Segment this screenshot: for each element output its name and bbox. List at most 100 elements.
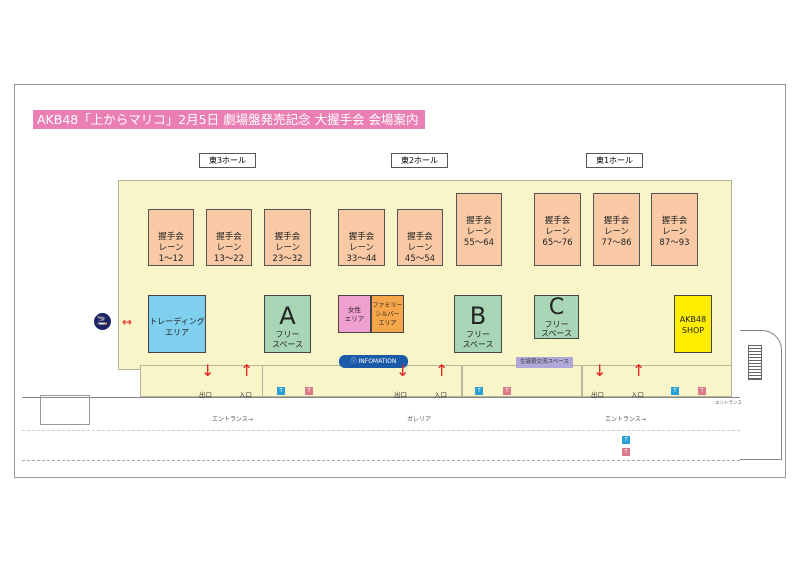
entrance-label: エントランス→ (605, 416, 646, 423)
information-desk: ⓘ INFOMATION (339, 355, 408, 368)
area-letter: A (279, 302, 296, 330)
area-label: スペース (540, 329, 573, 338)
entry-arrow-icon: ↑ (240, 361, 254, 380)
area-label: スペース (462, 340, 494, 349)
lane-title: 握手会 (274, 232, 301, 242)
map-frame (14, 84, 786, 478)
exit-arrow-icon: ↓ (593, 361, 607, 380)
lane-label: レーン (466, 227, 492, 237)
smoking-area-icon: 🚬 (94, 313, 111, 330)
entrance-building (740, 330, 782, 460)
double-arrow-icon: ↔ (122, 315, 133, 329)
area-label: エリア (165, 328, 189, 337)
restroom-women-icon: T (503, 387, 511, 395)
lane-title: 握手会 (158, 232, 184, 242)
lane-title: 握手会 (216, 232, 242, 242)
family-silver-area: ファミリーシルバーエリア (371, 295, 404, 333)
lane-label: レーン (661, 227, 688, 237)
exit-arrow-icon: ↓ (201, 361, 215, 380)
stairs-icon (748, 345, 762, 380)
entry-label: 入口 (631, 391, 644, 399)
area-label: フリー (544, 320, 569, 329)
restroom-men-icon: T (475, 387, 483, 395)
lane-label: レーン (216, 243, 242, 253)
restroom-women-icon: T (305, 387, 313, 395)
entry-arrow-icon: ↑ (632, 361, 646, 380)
entry-label: 入口 (434, 391, 447, 399)
lane-label: レーン (407, 243, 433, 253)
area-label: フリー (275, 330, 300, 339)
entry-arrow-icon: ↑ (435, 361, 449, 380)
hall-label-east2: 東2ホール (391, 153, 448, 168)
restroom-women-icon: T (698, 387, 706, 395)
area-letter: B (469, 302, 487, 330)
corridor (22, 397, 740, 461)
hall-annex (582, 365, 732, 397)
entry-label: 入口 (239, 391, 252, 399)
entrance-label: エントランス (715, 401, 742, 406)
restroom-men-icon: T (622, 436, 630, 444)
area-label: トレーディング (149, 317, 205, 326)
hall-label-east1: 東1ホール (586, 153, 643, 168)
lane-title: 握手会 (661, 216, 688, 226)
hall-label-east3: 東3ホール (199, 153, 256, 168)
lane-range: 55〜64 (463, 238, 495, 248)
exit-label: 出口 (394, 391, 407, 399)
lane-title: 握手会 (603, 216, 630, 226)
lane-title: 握手会 (466, 216, 492, 226)
area-label: AKB48 (679, 315, 707, 324)
exit-arrow-icon: ↓ (396, 361, 410, 380)
area-label: ファミリー (372, 302, 403, 309)
area-label: SHOP (681, 326, 705, 335)
women-area: 女性エリア (338, 295, 371, 333)
area-label: 女性 (348, 306, 361, 314)
area-label: シルバー (375, 311, 400, 318)
lane-range: 1〜12 (158, 254, 184, 264)
entrance-label: エントランス→ (212, 416, 253, 423)
lane-range: 13〜22 (213, 254, 245, 264)
restroom-women-icon: T (622, 448, 630, 456)
page-title: AKB48「上からマリコ」2月5日 劇場盤発売記念 大握手会 会場案内 (33, 110, 425, 129)
area-label: エリア (344, 315, 365, 323)
lane-range: 65〜76 (542, 238, 573, 248)
lane-range: 77〜86 (601, 238, 632, 248)
hall-annex (462, 365, 582, 397)
hall-annex (262, 365, 462, 397)
lane-label: レーン (274, 243, 301, 253)
galleria-label: ガレリア (407, 416, 432, 423)
lane-label: レーン (158, 243, 184, 253)
lane-label: レーン (603, 227, 630, 237)
trading-area: トレーディングエリア (148, 295, 206, 353)
area-label: エリア (378, 320, 397, 327)
area-label: スペース (271, 340, 304, 349)
exit-label: 出口 (199, 391, 212, 399)
lane-title: 握手会 (407, 232, 433, 242)
birthday-exchange-space: 生誕祭交流スペース (516, 357, 573, 368)
lane-range: 33〜44 (346, 254, 377, 264)
area-label: フリー (466, 330, 490, 339)
lane-title: 握手会 (348, 232, 375, 242)
lane-range: 87〜93 (659, 238, 690, 248)
lane-label: レーン (348, 243, 375, 253)
lane-label: レーン (544, 227, 571, 237)
lane-range: 23〜32 (272, 254, 303, 264)
lane-range: 45〜54 (404, 254, 436, 264)
restroom-men-icon: T (671, 387, 679, 395)
restroom-men-icon: T (277, 387, 285, 395)
area-letter: C (548, 295, 565, 320)
building-outline (40, 395, 90, 425)
corridor-line (22, 430, 740, 431)
